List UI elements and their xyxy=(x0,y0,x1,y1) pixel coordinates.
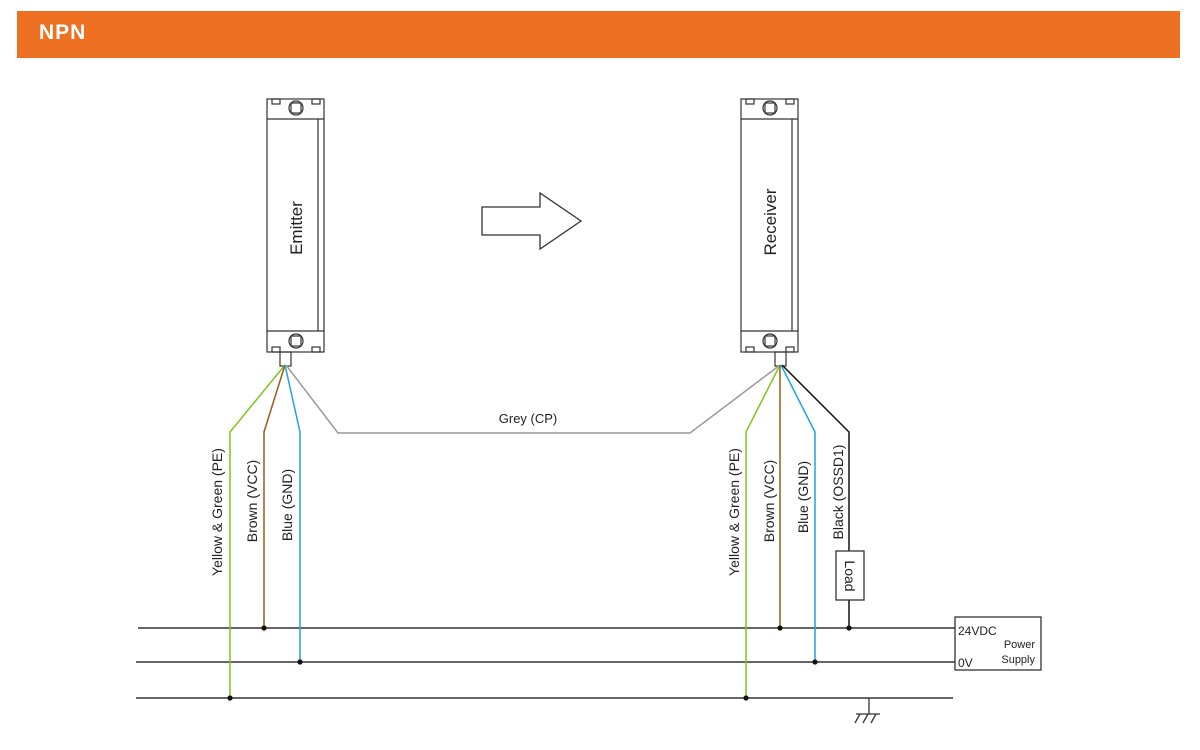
header-banner: NPN xyxy=(17,11,1180,58)
emitter-gnd-label: Blue (GND) xyxy=(279,469,295,541)
power-supply-0v-label: 0V xyxy=(958,656,973,670)
receiver-gnd-label: Blue (GND) xyxy=(795,461,811,533)
emitter-label: Emitter xyxy=(287,201,306,255)
receiver-wire-gnd xyxy=(780,364,816,662)
emitter-vcc-label: Brown (VCC) xyxy=(244,460,260,542)
cp-wire-label: Grey (CP) xyxy=(499,411,558,426)
cp-wire xyxy=(285,364,781,434)
receiver-ossd-label: Black (OSSD1) xyxy=(830,445,846,540)
receiver-device xyxy=(740,98,799,367)
receiver-label: Receiver xyxy=(761,188,780,255)
receiver-wire-ossd xyxy=(781,364,850,551)
load-box xyxy=(835,550,865,601)
emitter-wire-vcc xyxy=(263,364,286,628)
emitter-pe-label: Yellow & Green (PE) xyxy=(209,448,225,576)
emitter-device xyxy=(266,98,325,367)
power-supply-24v-label: 24VDC xyxy=(958,624,997,638)
emitter-wire-gnd xyxy=(284,364,301,662)
emitter-wire-pe xyxy=(229,364,286,698)
receiver-pe-label: Yellow & Green (PE) xyxy=(726,448,742,576)
ground-icon xyxy=(854,698,880,724)
direction-arrow-icon xyxy=(481,191,583,251)
power-supply-label-line1: Power xyxy=(1004,639,1036,651)
receiver-vcc-label: Brown (VCC) xyxy=(761,460,777,542)
power-supply-box xyxy=(954,616,1042,671)
receiver-wire-pe xyxy=(745,364,781,698)
power-supply-label-line2: Supply xyxy=(1001,654,1035,666)
junction-dots xyxy=(227,625,852,701)
load-label: Load xyxy=(842,560,858,591)
page-title: NPN xyxy=(39,21,87,44)
